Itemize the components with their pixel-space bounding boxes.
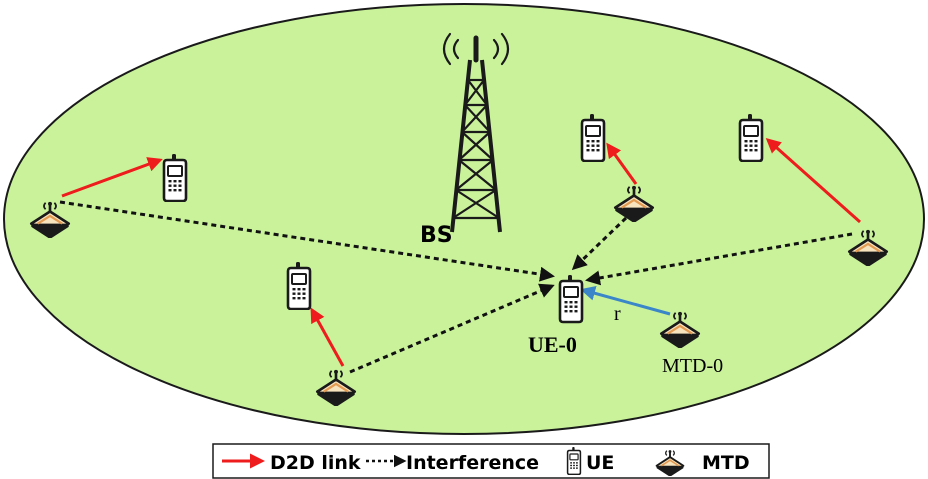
bs-label: BS (420, 223, 453, 248)
distance-label: r (614, 303, 621, 325)
ue-bottom-icon (286, 262, 312, 310)
legend-d2d-label: D2D link (270, 452, 361, 474)
legend-mtd-label: MTD (702, 452, 750, 474)
ue-left-icon (162, 154, 188, 202)
d2d-link-center (606, 142, 638, 185)
legend: D2D link Interference UE MTD (212, 443, 770, 479)
interference-links (59, 200, 853, 374)
base-station-tower-icon (442, 32, 510, 233)
interference-link-center (571, 216, 628, 271)
ue0-label: UE-0 (528, 332, 577, 357)
d2d-link-left (61, 157, 163, 198)
ue-center-icon (580, 114, 606, 162)
ue-right-icon (738, 114, 764, 162)
legend-ue-icon (566, 447, 582, 475)
d2d-links (61, 138, 861, 367)
interference-link-bottom (349, 283, 555, 374)
legend-interference-label: Interference (406, 452, 539, 474)
interference-link-left (59, 200, 555, 282)
legend-ue-label: UE (586, 452, 614, 474)
ue0-icon (558, 273, 584, 324)
d2d-link-right (765, 138, 861, 224)
desired-link-mtd0-ue0 (580, 285, 671, 316)
d2d-link-bottom (310, 307, 345, 367)
mtd0-label: MTD-0 (662, 355, 723, 377)
